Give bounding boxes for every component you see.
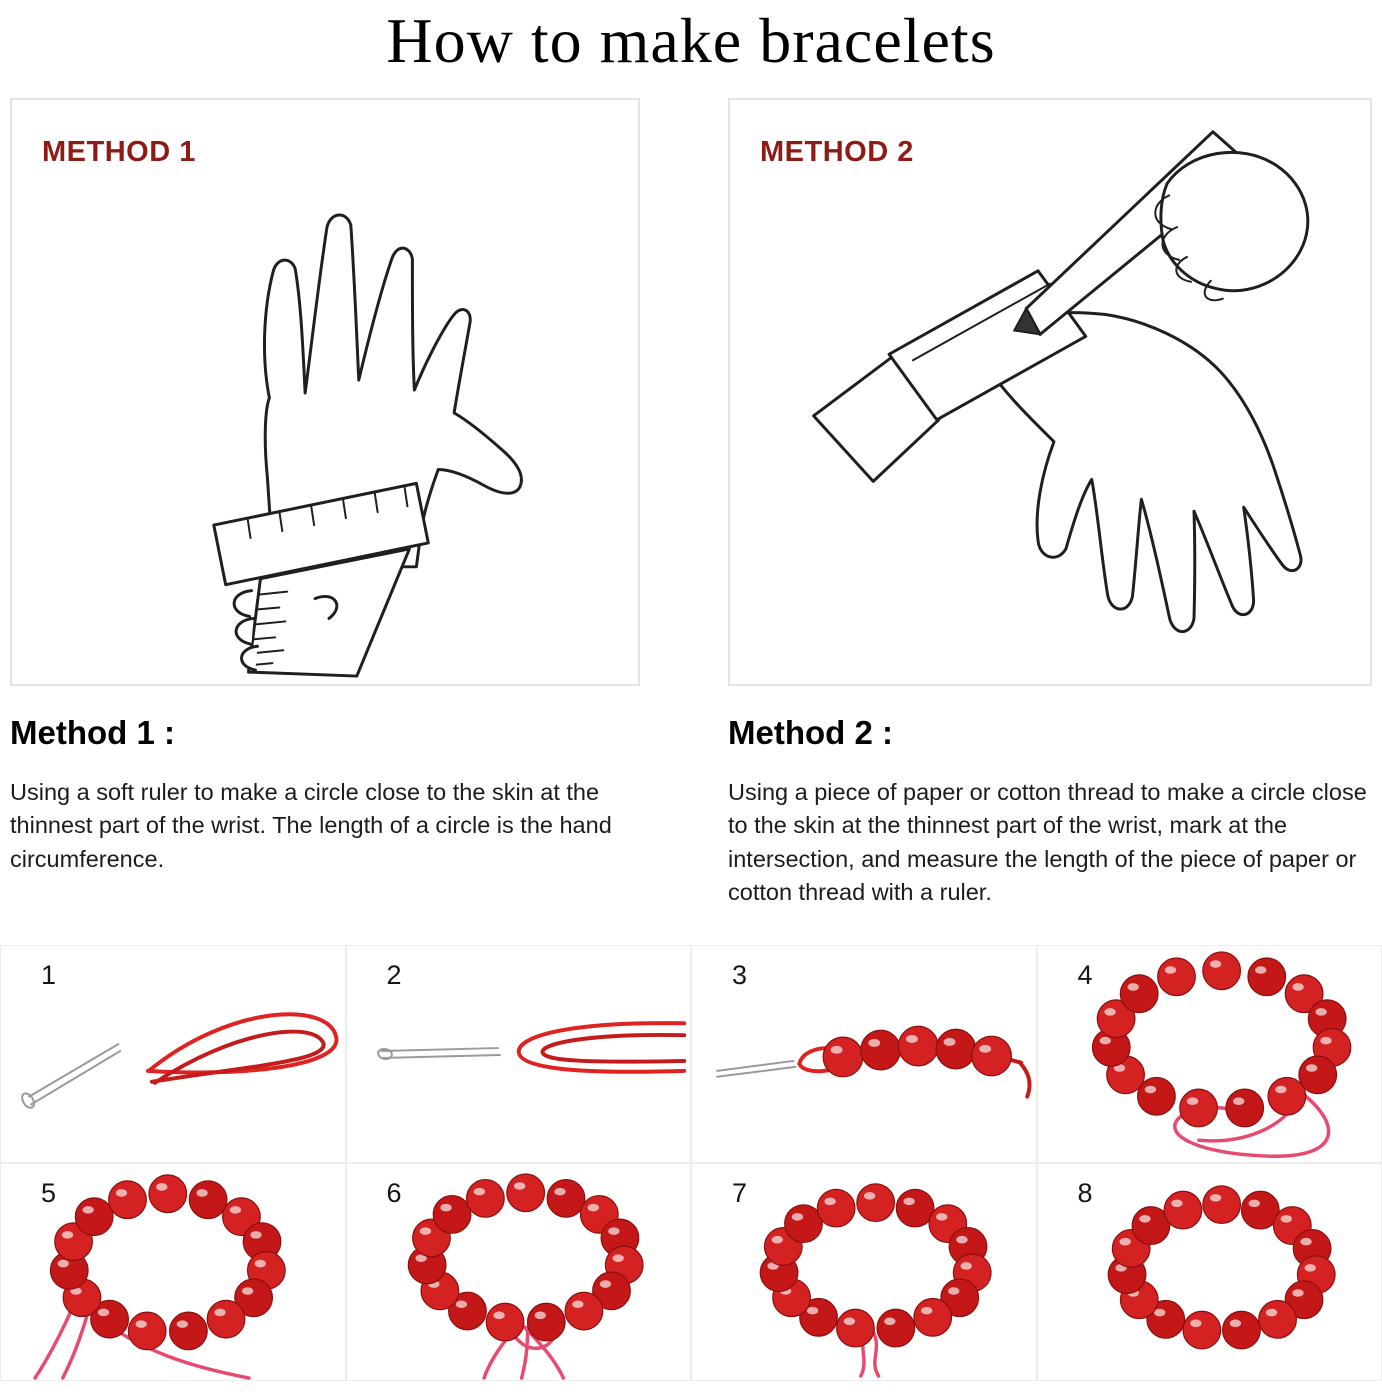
step-number: 8	[1077, 1178, 1093, 1209]
step-8-cell: 8	[1036, 1163, 1382, 1382]
step-number: 7	[732, 1178, 748, 1209]
hand-marking-paper-strip-illustration	[812, 130, 1310, 634]
method1-heading: Method 1 :	[10, 714, 175, 751]
beads-on-cord-illustration	[716, 1026, 1032, 1100]
method2-heading: Method 2 :	[728, 714, 893, 751]
assembly-steps-grid: 1 2 3 4	[0, 945, 1382, 1382]
soft-ruler-band	[212, 481, 430, 587]
step-number: 5	[41, 1178, 57, 1209]
needle-threaded-illustration	[376, 1021, 686, 1075]
pen-holding-hand	[1159, 150, 1310, 293]
method1-body: Using a soft ruler to make a circle clos…	[10, 779, 612, 872]
method2-description: Method 2 : Using a piece of paper or cot…	[728, 714, 1372, 909]
method1-description: Method 1 : Using a soft ruler to make a …	[10, 714, 640, 909]
method2-body: Using a piece of paper or cotton thread …	[728, 779, 1367, 906]
bracelet-hanging-cords-illustration	[407, 1173, 644, 1381]
step-1-cell: 1	[0, 945, 346, 1164]
finished-bracelet-illustration	[1107, 1185, 1336, 1350]
method-illustrations-row: METHOD 1 METHOD	[0, 78, 1382, 686]
ruler-band-ticks	[246, 485, 409, 539]
step-number: 6	[386, 1178, 402, 1209]
step-3-cell: 3	[691, 945, 1037, 1164]
needle-and-cord-illustration	[21, 1012, 339, 1110]
ruler-tail-ticks	[250, 590, 289, 667]
step-7-cell: 7	[691, 1163, 1037, 1382]
step-5-cell: 5	[0, 1163, 346, 1382]
step-2-cell: 2	[345, 945, 691, 1164]
step-4-cell: 4	[1036, 945, 1382, 1164]
method1-label: METHOD 1	[42, 136, 196, 168]
curled-fingers	[1154, 194, 1224, 302]
paper-band-fold-line	[911, 282, 1051, 362]
gripping-fingers	[232, 589, 339, 672]
bead-ring-with-loop-illustration	[1091, 951, 1351, 1159]
method1-illustration-box: METHOD 1	[10, 98, 640, 686]
method2-label: METHOD 2	[760, 136, 914, 168]
downward-hand-outline	[977, 311, 1303, 634]
step-number: 1	[41, 960, 57, 991]
method2-illustration-box: METHOD 2	[728, 98, 1372, 686]
bracelet-loose-cords-illustration	[33, 1174, 286, 1381]
step-6-cell: 6	[345, 1163, 691, 1382]
hand-with-soft-ruler-illustration	[212, 213, 523, 678]
step-number: 3	[732, 960, 748, 991]
open-hand-outline	[262, 213, 523, 569]
page-title: How to make bracelets	[386, 5, 996, 76]
step-number: 4	[1077, 960, 1093, 991]
method-descriptions-row: Method 1 : Using a soft ruler to make a …	[0, 686, 1382, 909]
bracelet-cord-tail-illustration	[759, 1183, 992, 1379]
pen-nib	[1012, 306, 1042, 336]
step-number: 2	[386, 960, 402, 991]
